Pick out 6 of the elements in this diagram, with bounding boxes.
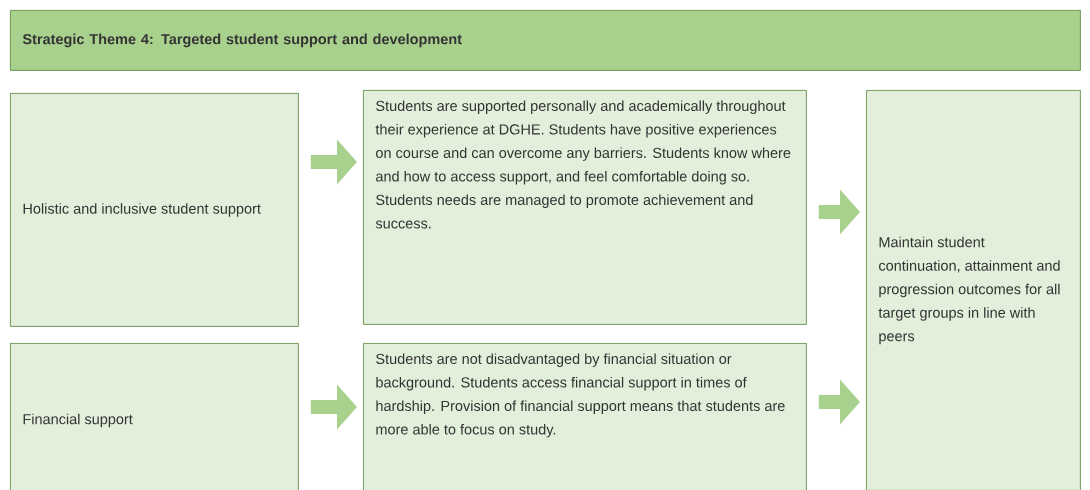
title-bar: Strategic Theme 4: Targeted student support and development: [10, 10, 1081, 71]
text-box: Students are supported personally and academically throughout their experience at DGHE. Students have positive experiences on course and can overcome any barriers. Students know where and how to access support, and feel comfortable doing so. Students needs are managed to promote achievement and success.: [363, 90, 807, 325]
text-box: Holistic and inclusive student support: [10, 93, 299, 327]
text-box: Students are not disadvantaged by financial situation or background. Students access financial support in times of hardship. Provision of financial support means that students are more able to focus on study.: [363, 343, 807, 490]
text-box: Financial support: [10, 343, 299, 490]
text-box: Maintain student continuation, attainment and progression outcomes for all target groups in line with peers: [866, 90, 1081, 490]
